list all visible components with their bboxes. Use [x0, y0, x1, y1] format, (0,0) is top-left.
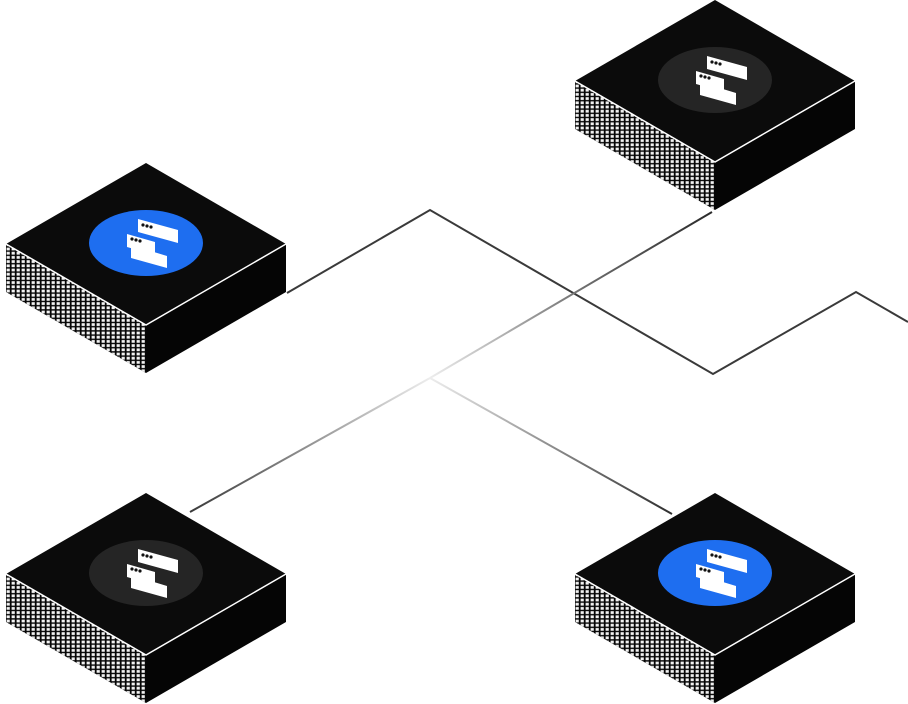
- server-status-badge: [89, 210, 203, 276]
- server-rack-glyph: [696, 549, 747, 598]
- server-status-badge: [658, 47, 772, 113]
- server-rack-glyph: [127, 549, 178, 598]
- server-status-badge: [658, 540, 772, 606]
- server-bottom-right: [574, 493, 856, 703]
- servers: [5, 0, 856, 703]
- network-links: [189, 208, 908, 515]
- server-side-face: [715, 574, 855, 703]
- link-segment-hub-to-bottom-left: [189, 377, 431, 513]
- link-hub-to-bottom-right: [429, 377, 673, 515]
- server-top-right: [574, 0, 856, 210]
- link-mid-left-to-offscreen-right: [286, 208, 908, 376]
- link-top-right-to-bottom-left: [189, 211, 713, 513]
- server-status-badge: [89, 540, 203, 606]
- server-mid-left: [5, 163, 287, 373]
- server-side-face: [715, 81, 855, 210]
- server-rack-glyph: [127, 219, 178, 268]
- server-side-face: [146, 574, 286, 703]
- server-rack-glyph: [696, 56, 747, 105]
- server-bottom-left: [5, 493, 287, 703]
- link-segment-hub-to-top-right: [429, 211, 713, 379]
- server-side-face: [146, 244, 286, 373]
